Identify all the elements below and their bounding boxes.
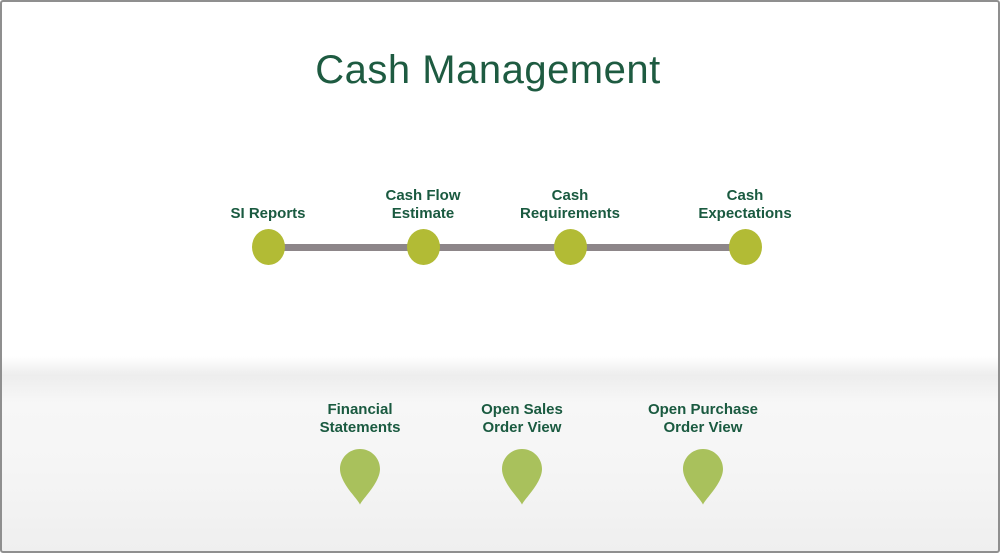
timeline-item-cash-expectations: Cash Expectations (660, 187, 830, 265)
shortcut-item-label: Open Purchase Order View (647, 401, 759, 436)
timeline-item-cash-flow-estimate: Cash Flow Estimate (338, 187, 508, 265)
map-pin-icon (340, 449, 380, 505)
map-pin-shape (683, 449, 723, 505)
shortcut-item-financial-statements: Financial Statements (270, 401, 450, 505)
timeline-item-label: Cash Expectations (698, 187, 792, 222)
map-pin-icon (502, 449, 542, 505)
shortcut-item-open-sales-order-view: Open Sales Order View (432, 401, 612, 505)
page-title: Cash Management (315, 48, 661, 92)
map-pin-shape (502, 449, 542, 505)
shortcut-item-label: Open Sales Order View (481, 401, 563, 436)
timeline-connector-line (268, 244, 745, 251)
shortcut-item-label: Financial Statements (319, 401, 401, 436)
timeline-item-label: Cash Requirements (519, 187, 621, 222)
timeline-item-cash-requirements: Cash Requirements (485, 187, 655, 265)
timeline-item-label: SI Reports (230, 205, 306, 222)
map-pin-icon (683, 449, 723, 505)
timeline-node-dot (553, 229, 587, 265)
timeline-item-si-reports: SI Reports (183, 187, 353, 265)
timeline-node-dot (728, 229, 762, 265)
map-pin-shape (340, 449, 380, 505)
timeline-item-label: Cash Flow Estimate (385, 187, 461, 222)
timeline-node-dot (251, 229, 285, 265)
shortcut-item-open-purchase-order-view: Open Purchase Order View (613, 401, 793, 505)
timeline-node-dot (406, 229, 440, 265)
